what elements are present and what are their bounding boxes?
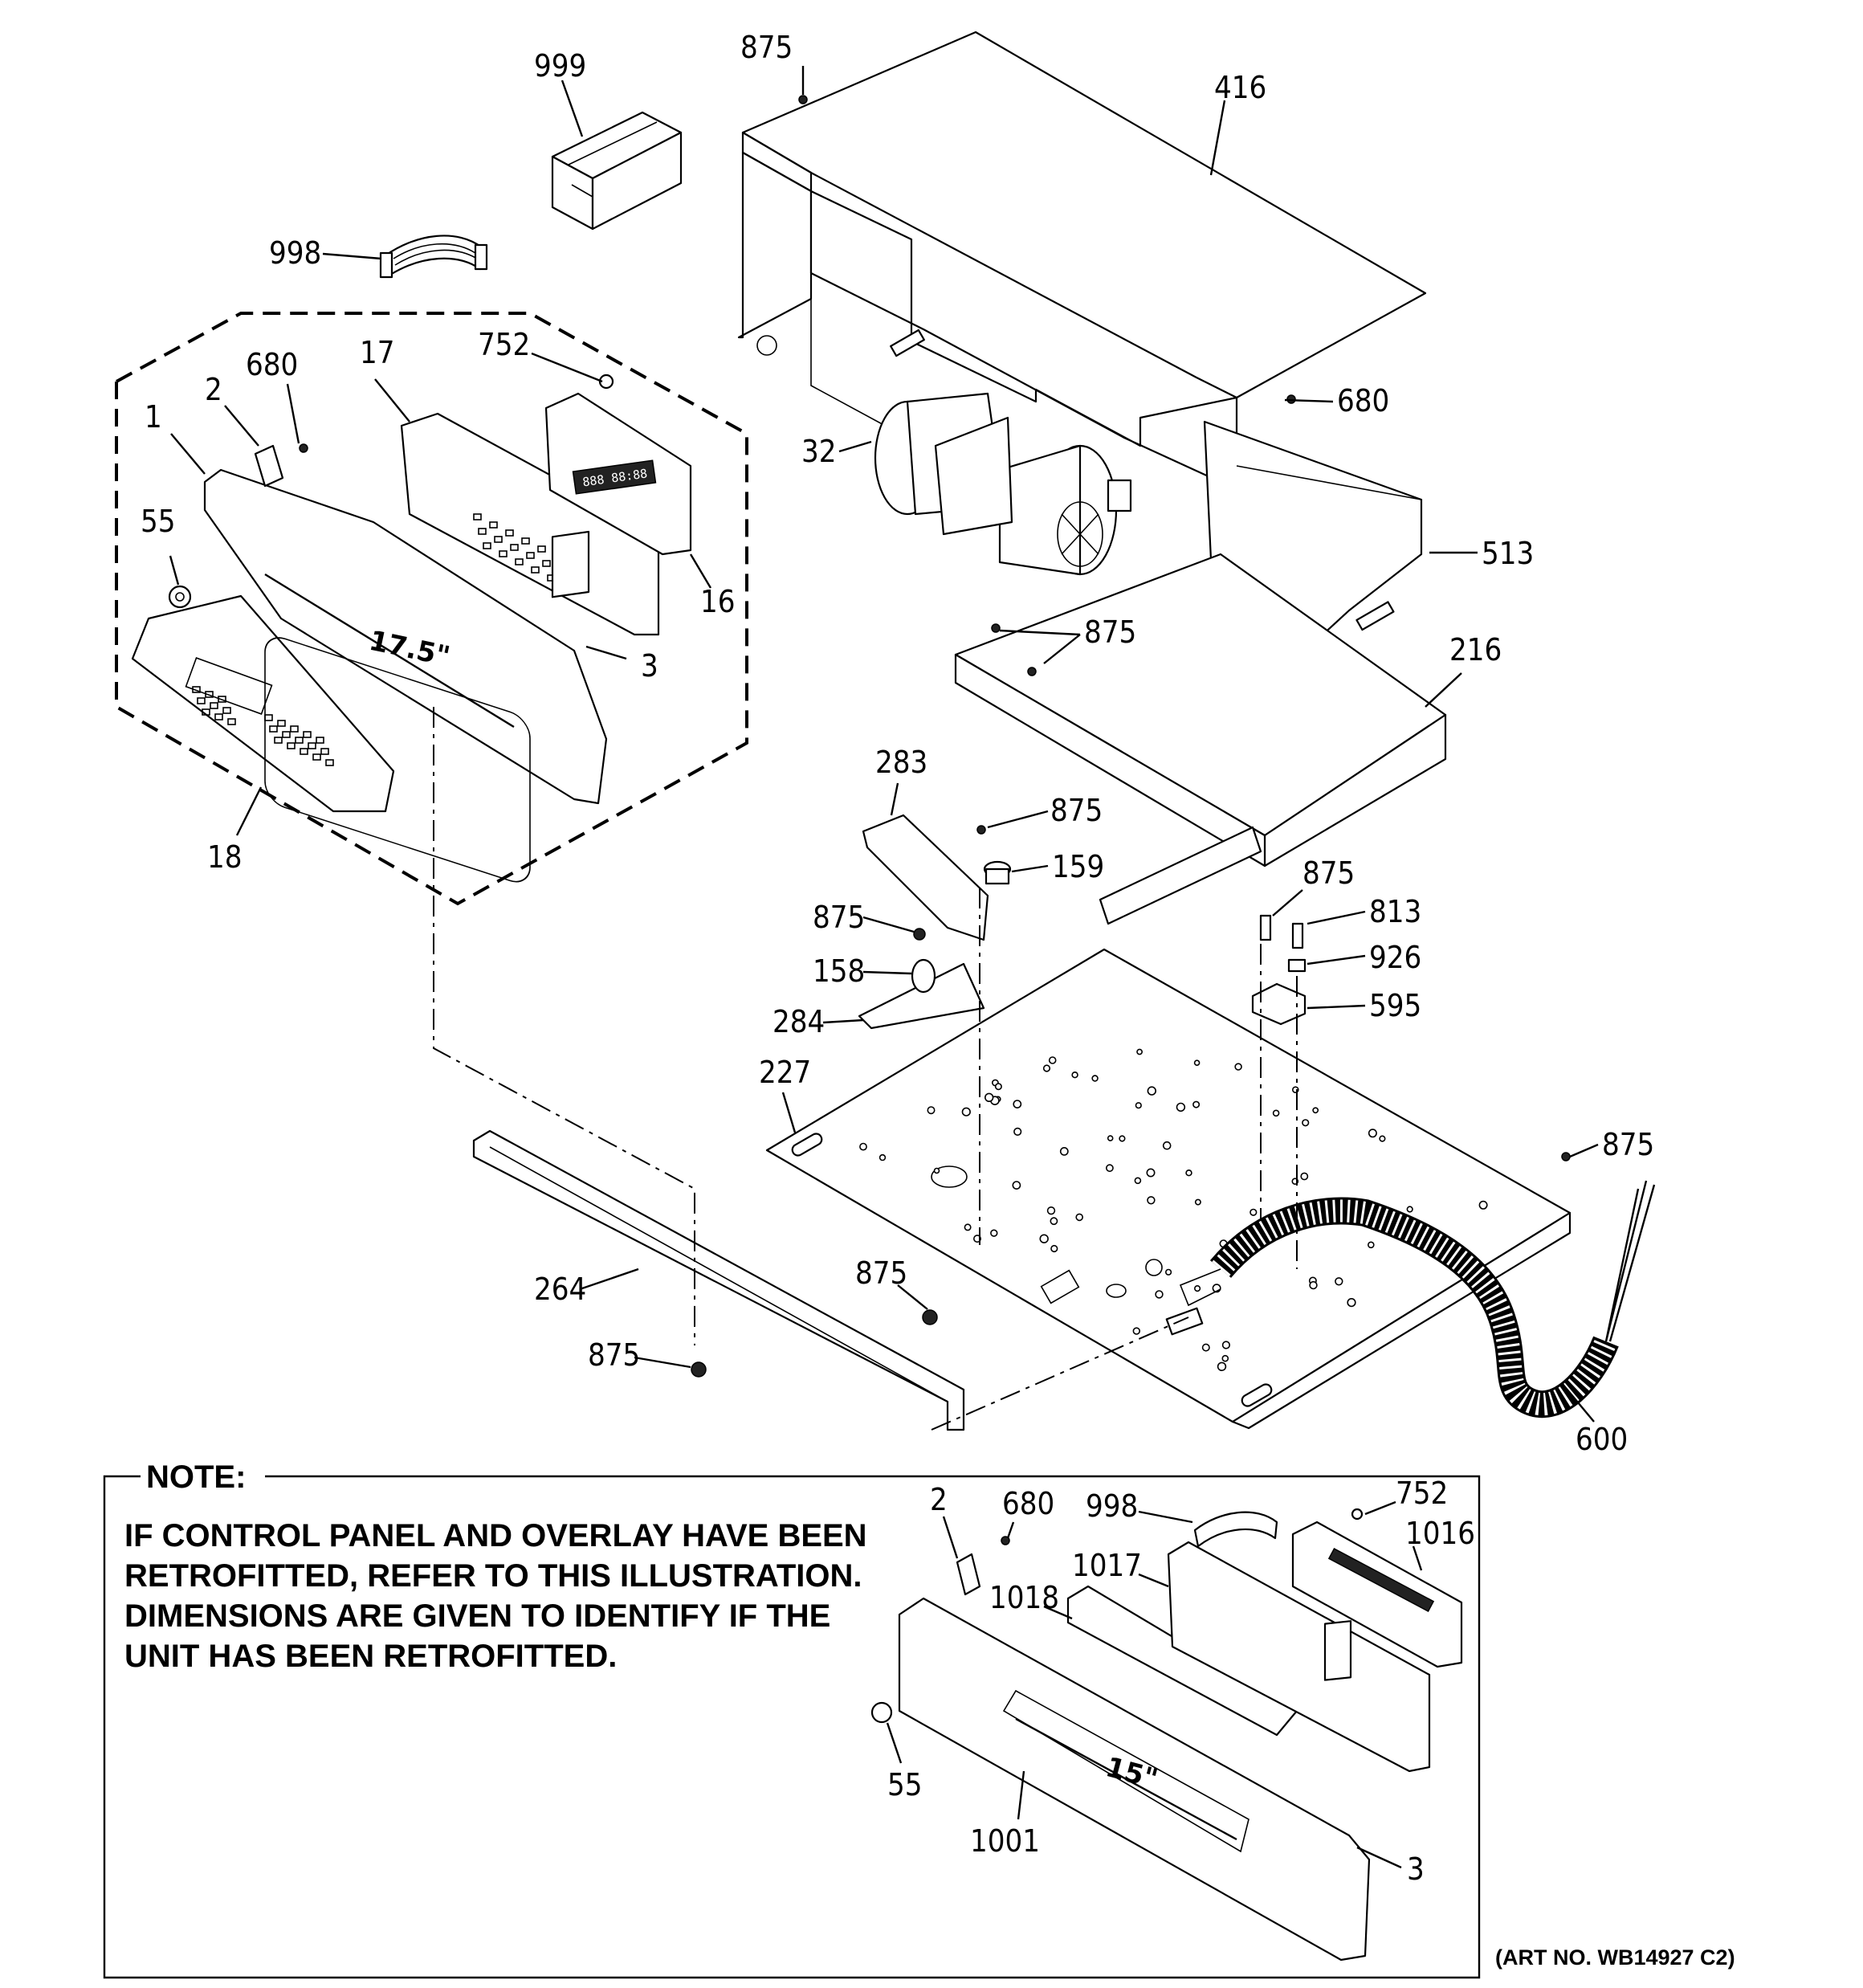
callout-513: 513 [1482, 536, 1534, 571]
leader-lines [169, 66, 1599, 1423]
alignment-line [931, 1316, 1189, 1431]
callout-752: 752 [478, 327, 530, 362]
callout-926: 926 [1369, 940, 1421, 975]
note-callout-1018: 1018 [989, 1580, 1059, 1615]
callout-875: 875 [588, 1337, 640, 1373]
note-line-2: RETROFITTED, REFER TO THIS ILLUSTRATION. [124, 1558, 862, 1594]
note-callout-2: 2 [930, 1482, 948, 1517]
part-159-thermostat [983, 860, 1012, 885]
part-1001-trim [870, 1597, 1371, 1961]
note-box: NOTE: IF CONTROL PANEL AND OVERLAY HAVE … [103, 1454, 1481, 1979]
callout-3: 3 [641, 648, 658, 684]
callout-600: 600 [1576, 1422, 1628, 1457]
callout-875: 875 [1050, 793, 1103, 828]
note-callout-1001: 1001 [970, 1823, 1040, 1859]
callout-680: 680 [246, 347, 298, 382]
part-3-bracket-alt [1323, 1620, 1352, 1681]
part-32-blower [874, 392, 1132, 576]
part-1016-board [1291, 1521, 1463, 1668]
overlay-keypad [192, 686, 334, 766]
part-595-strap [1251, 914, 1307, 1026]
part-998-harness [379, 235, 488, 279]
part-284-bracket [858, 958, 985, 1030]
callout-2: 2 [205, 372, 222, 407]
note-callout-998: 998 [1086, 1488, 1138, 1524]
note-line-1: IF CONTROL PANEL AND OVERLAY HAVE BEEN [124, 1518, 867, 1553]
callout-875: 875 [740, 30, 793, 65]
art-number: (ART NO. WB14927 C2) [1495, 1945, 1735, 1970]
part-1018-overlay [1066, 1585, 1298, 1737]
part-600-conduit [1145, 1180, 1656, 1419]
note-callout-752: 752 [1396, 1476, 1448, 1511]
note-line-3: DIMENSIONS ARE GIVEN TO IDENTIFY IF THE [124, 1598, 830, 1634]
note-line-4: UNIT HAS BEEN RETROFITTED. [124, 1639, 617, 1674]
part-998-harness-alt [1193, 1511, 1278, 1548]
callout-17: 17 [360, 335, 395, 370]
callout-158: 158 [813, 953, 865, 989]
callout-283: 283 [875, 745, 927, 780]
callout-875: 875 [855, 1255, 907, 1291]
note-heading: NOTE: [146, 1459, 246, 1495]
part-264-rail [472, 1129, 965, 1431]
note-callout-3: 3 [1407, 1851, 1425, 1887]
callout-227: 227 [759, 1055, 811, 1090]
callout-416: 416 [1214, 70, 1266, 105]
callout-labels: 999 998 875 416 752 17 680 2 1 55 16 3 1… [141, 30, 1654, 1457]
part-999-box [551, 111, 683, 231]
callout-875: 875 [1602, 1127, 1654, 1162]
callout-284: 284 [773, 1004, 825, 1039]
callout-680: 680 [1337, 383, 1389, 418]
note-callout-680: 680 [1002, 1486, 1054, 1521]
callout-159: 159 [1052, 849, 1104, 884]
callout-32: 32 [801, 434, 837, 469]
part-1-trim [168, 468, 608, 883]
note-callout-55: 55 [887, 1767, 923, 1802]
alignment-line [1260, 944, 1298, 1269]
callout-264: 264 [534, 1272, 586, 1307]
part-16-control-board: 888 88:88 [544, 392, 692, 556]
part-283-bracket [862, 814, 989, 941]
callout-216: 216 [1449, 632, 1502, 667]
part-216-duct [954, 553, 1447, 925]
callout-875: 875 [813, 900, 865, 935]
callout-813: 813 [1369, 894, 1421, 929]
callout-16: 16 [700, 584, 736, 619]
callout-18: 18 [207, 839, 243, 875]
callout-875: 875 [1084, 614, 1136, 650]
note-callout-1017: 1017 [1072, 1548, 1142, 1583]
callout-1: 1 [145, 399, 162, 435]
part-2-bracket-alt [956, 1553, 981, 1596]
callout-595: 595 [1369, 988, 1421, 1023]
part-17-control-housing [400, 412, 660, 636]
callout-998: 998 [269, 235, 321, 271]
callout-875: 875 [1302, 855, 1355, 891]
bottom-plate-holes [859, 1048, 1488, 1372]
alignment-line [433, 707, 695, 1345]
callout-55: 55 [141, 504, 176, 539]
part-2-bracket [254, 444, 284, 488]
part-18-overlay [131, 594, 395, 813]
part-1017-housing [1167, 1541, 1431, 1773]
control-panel-group-outline [115, 312, 748, 906]
part-3-bracket [551, 530, 590, 598]
callout-999: 999 [534, 48, 586, 84]
note-callout-1016: 1016 [1405, 1516, 1475, 1551]
